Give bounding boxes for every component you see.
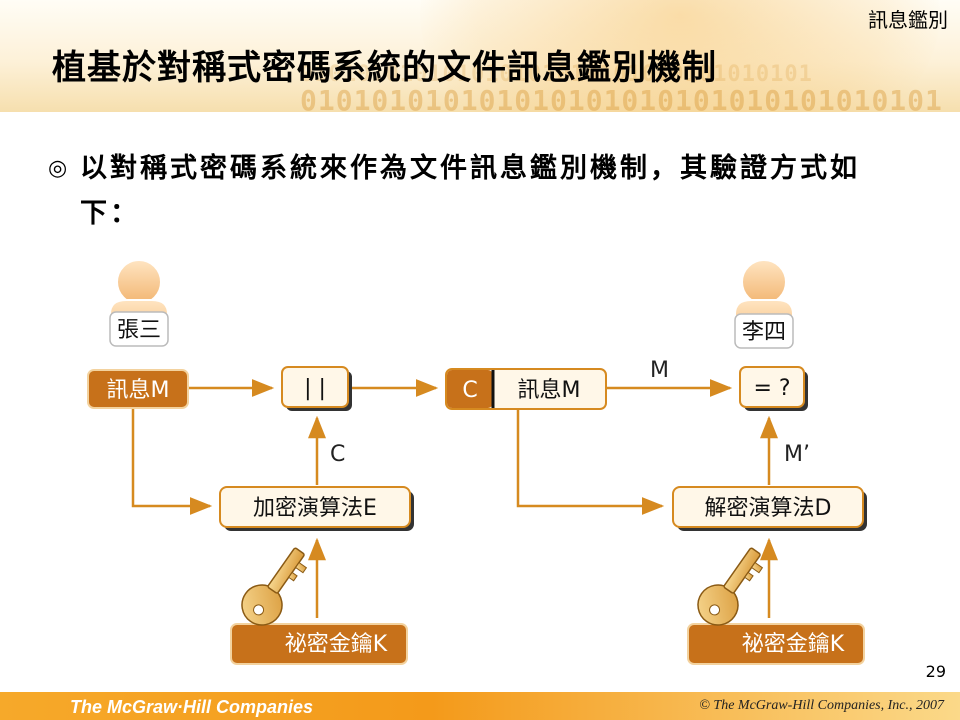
bullet-icon: ◎: [48, 156, 68, 181]
key-icon: [697, 547, 764, 626]
topic-label: 訊息鑑別: [868, 8, 948, 32]
concat-box: | |: [281, 366, 352, 411]
connectors: [131, 379, 778, 618]
bullet-point: ◎ 以對稱式密碼系統來作為文件訊息鑑別機制，其驗證方式如下：: [48, 146, 878, 236]
combined-box-c: C: [462, 378, 477, 403]
combined-box-message: 訊息M: [518, 378, 581, 403]
title-banner: 010101010101010101010101010101010101 010…: [0, 0, 960, 112]
key-box-right-label: 祕密金鑰K: [742, 632, 845, 657]
key-icon: [241, 547, 308, 626]
compare-box: = ?: [739, 366, 808, 411]
receiver-label: 李四: [742, 320, 786, 345]
key-box-left: 祕密金鑰K: [230, 547, 408, 665]
decrypt-box: 解密演算法D: [672, 486, 867, 531]
binary-band: 010101010101010101010101010101010101: [300, 84, 943, 112]
arrow-message-to-encrypt: [131, 408, 213, 515]
encrypt-box: 加密演算法E: [219, 486, 414, 531]
label-ciphertext-c: C: [330, 442, 345, 467]
receiver-person: 李四: [734, 259, 794, 349]
sender-label: 張三: [117, 318, 161, 343]
message-box: 訊息M: [87, 369, 189, 409]
sender-person: 張三: [109, 259, 169, 347]
footer-copyright: © The McGraw-Hill Companies, Inc., 2007: [699, 698, 944, 713]
label-m: M: [650, 358, 669, 383]
decrypt-box-label: 解密演算法D: [705, 496, 832, 521]
banner-glow: [420, 0, 940, 112]
key-box-right: 祕密金鑰K: [687, 547, 865, 665]
compare-box-label: = ?: [753, 376, 790, 401]
combined-box: C 訊息M: [445, 368, 607, 410]
label-m-prime: M’: [784, 442, 810, 467]
key-box-left-label: 祕密金鑰K: [285, 632, 388, 657]
encrypt-box-label: 加密演算法E: [253, 496, 377, 521]
message-box-label: 訊息M: [107, 378, 170, 403]
footer-bar: [0, 692, 960, 720]
arrow-combined-to-decrypt: [516, 408, 665, 515]
page-number: 29: [925, 662, 946, 681]
concat-box-label: | |: [304, 376, 326, 401]
footer-brand-logo: The McGraw·Hill Companies: [70, 697, 314, 717]
bullet-text: 以對稱式密碼系統來作為文件訊息鑑別機制，其驗證方式如下：: [80, 153, 860, 229]
slide-title: 植基於對稱式密碼系統的文件訊息鑑別機制: [52, 48, 717, 88]
binary-band: 010101010101010101010101010101010101: [300, 62, 813, 87]
